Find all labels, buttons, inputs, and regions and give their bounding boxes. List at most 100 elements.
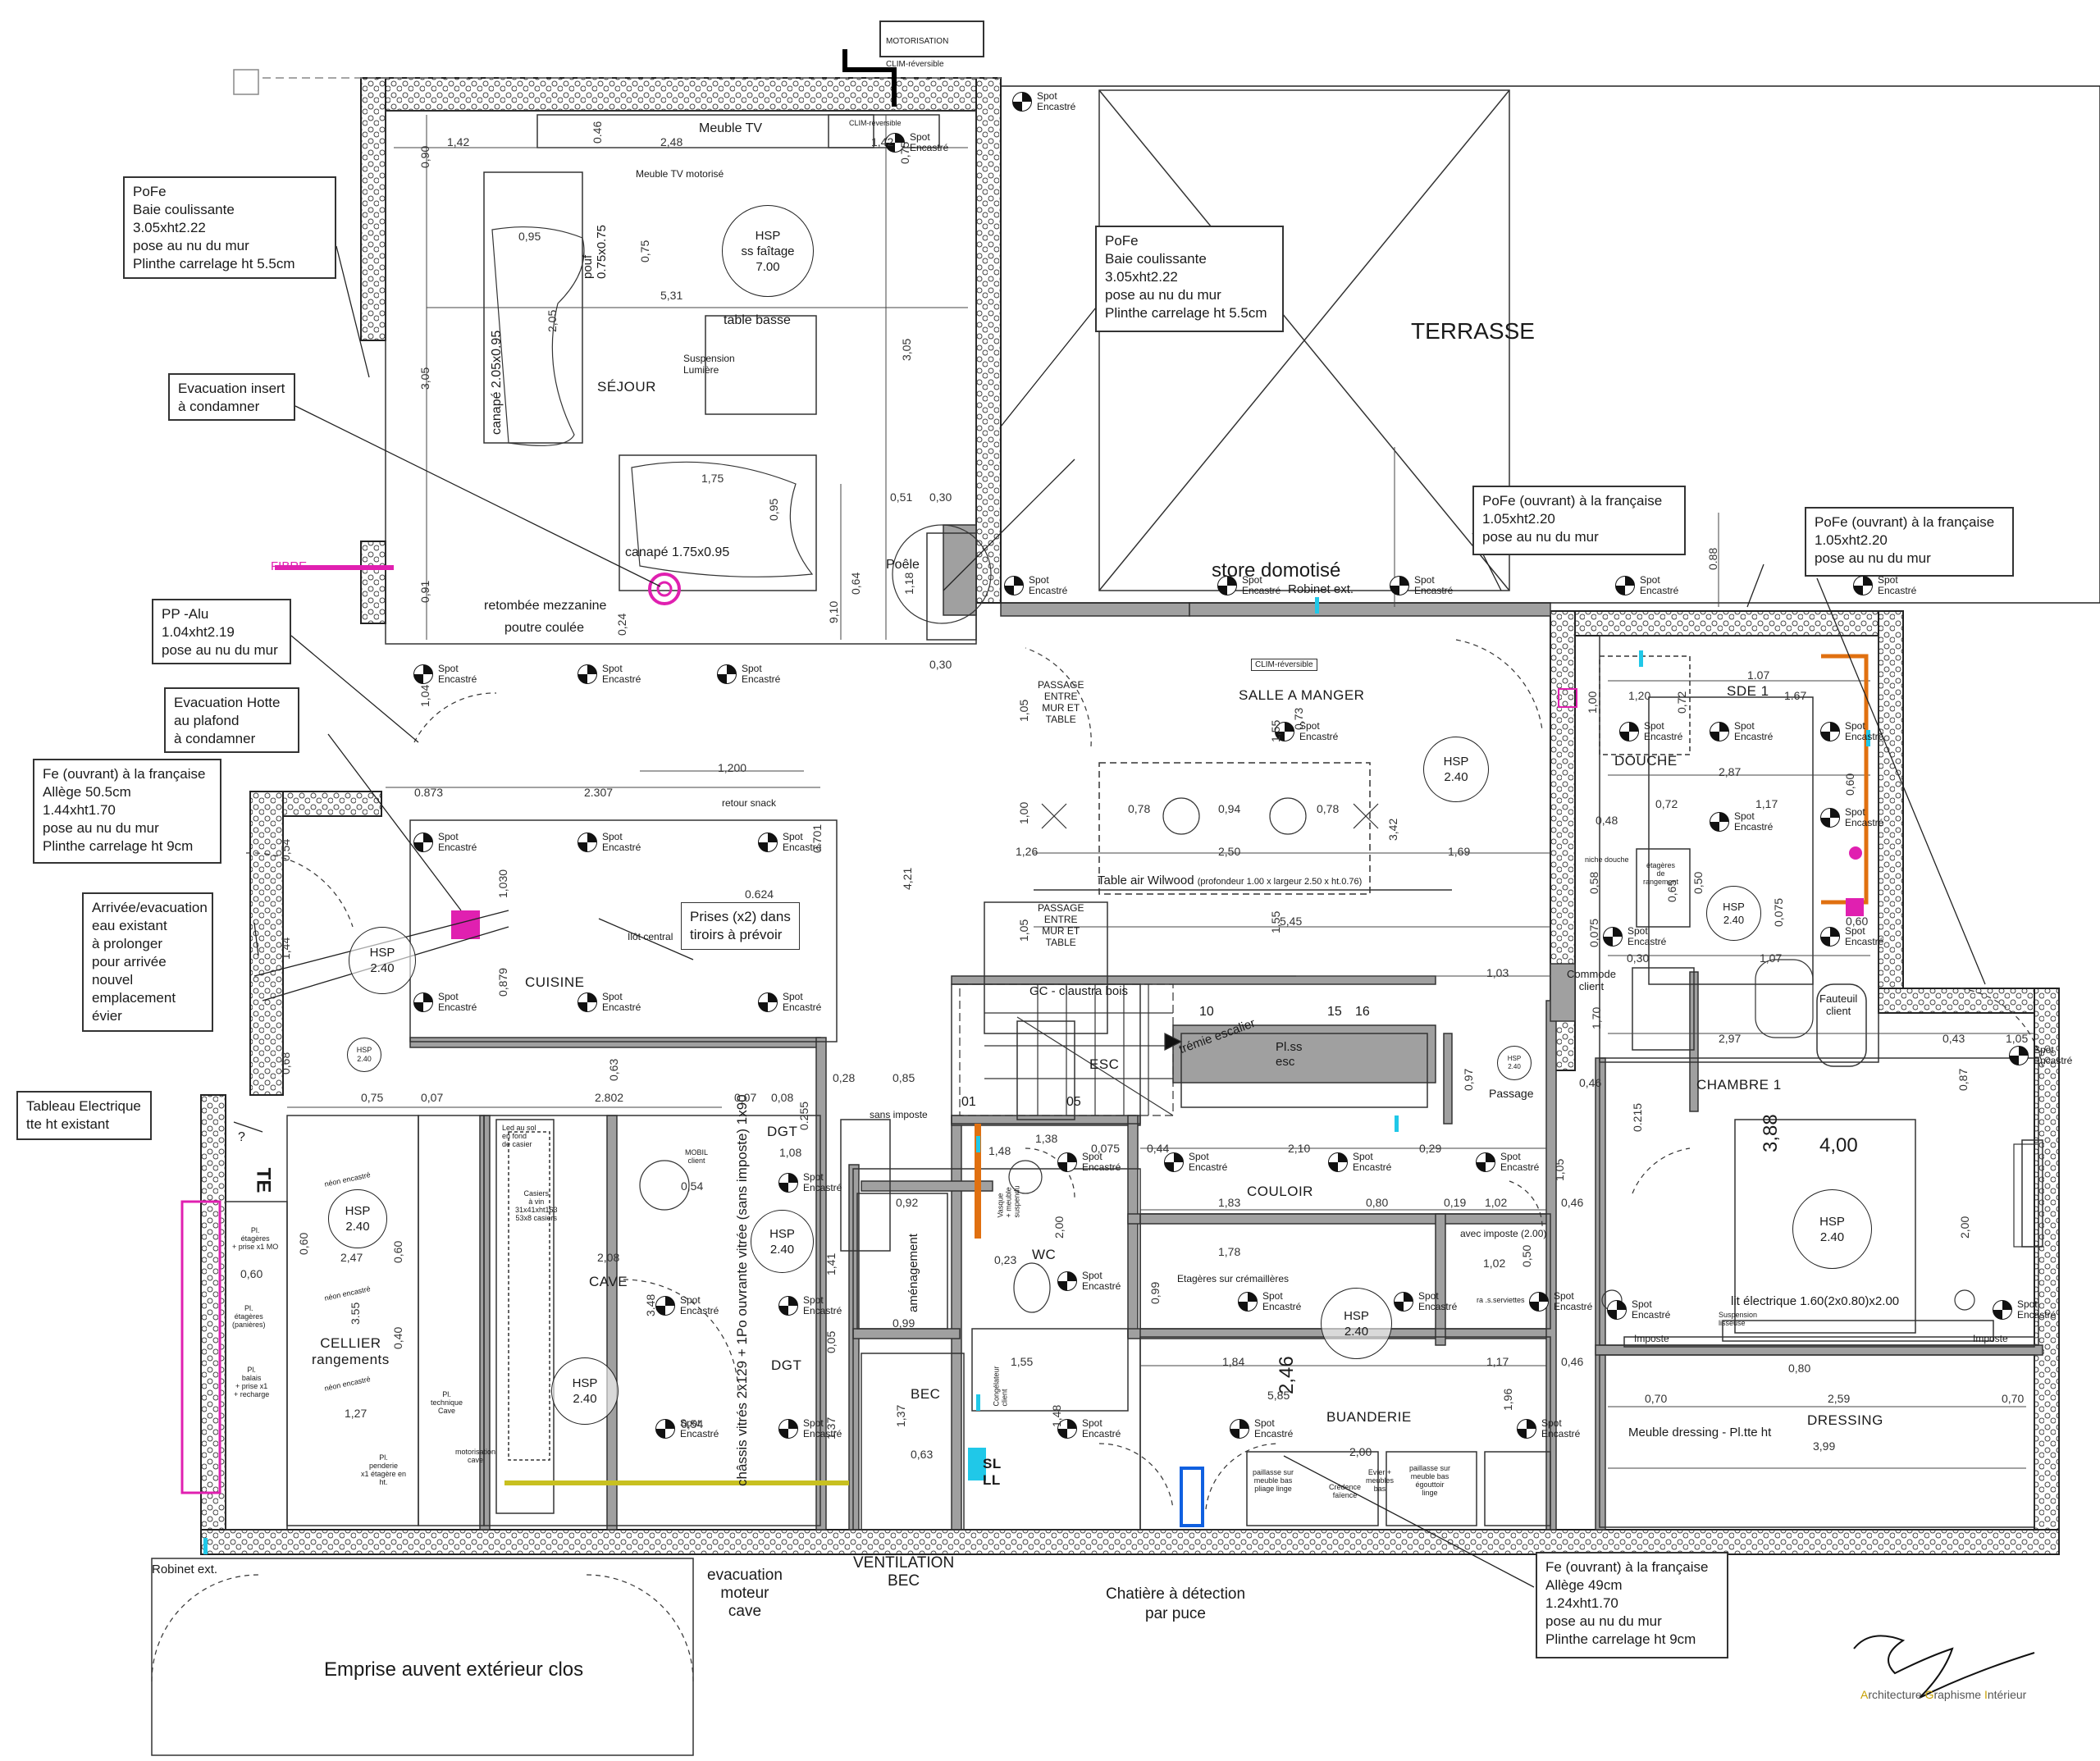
room-cellier: CELLIER rangements [312,1335,390,1367]
room-dgt2: DGT [771,1357,802,1373]
spot-label: Spot Encastré [2017,1298,2057,1321]
spot-light-icon: Spot Encastré [1012,91,1075,112]
spot-marker-icon [1619,722,1639,741]
spot-light-icon: Spot Encastré [885,132,948,153]
dim: 0,95 [518,230,541,243]
spot-marker-icon [413,992,433,1012]
room-dgt1: DGT [767,1124,798,1139]
dim: 0,95 [767,498,780,521]
room-bec: BEC [911,1386,941,1402]
room-buanderie: BUANDERIE [1326,1409,1412,1425]
room-terrasse: TERRASSE [1411,318,1535,344]
hsp-sejour: HSP ss faîtage 7.00 [722,205,814,297]
signature [1853,1635,2035,1699]
spot-label: Spot Encastré [1418,1290,1458,1312]
hsp-cuisine: HSP 2.40 [349,927,416,994]
dim: 0,60 [391,1240,404,1263]
label-passage-entre-2: PASSAGE ENTRE MUR ET TABLE [1038,902,1084,948]
dim: 1,96 [1501,1388,1514,1411]
callout-pofe-center: PoFe Baie coulissante 3.05xht2.22 pose a… [1095,226,1284,332]
dim: 1,55 [1269,719,1282,742]
spot-light-icon: Spot Encastré [758,992,821,1013]
label-vasque: Vasque + meuble suspendu [996,1185,1021,1218]
spot-light-icon: Spot Encastré [1057,1152,1121,1173]
label-ilot-central: Ilôt central [628,931,673,942]
spot-marker-icon [413,833,433,852]
stair-number-10: 10 [1199,1005,1214,1019]
label-retombee: retombée mezzanine [484,599,607,613]
label-pl-etageres-panieres: Pl. étagères (panières) [232,1304,266,1329]
brand-i: I [1984,1688,1988,1701]
motorisation-line2: CLIM-réversible [886,60,944,69]
dim: 0,05 [824,1330,838,1353]
dim: 0,879 [496,967,509,997]
label-pl-penderie: Pl. penderie x1 étagère en ht. [361,1453,407,1486]
spot-label: Spot Encastré [1644,720,1683,742]
room-douche: DOUCHE [1614,753,1678,769]
brand-g-rest: raphisme [1933,1688,1984,1701]
spot-label: Spot Encastré [742,663,781,685]
label-suspension-lumiere: Suspension Lumière [683,353,735,376]
dim: 1,05 [2006,1032,2029,1045]
room-sejour: SÉJOUR [597,379,656,395]
dim: 1,00 [1586,691,1599,714]
dim: 1,05 [1553,1158,1566,1181]
dim: 1,200 [718,761,747,774]
callout-fe-cuisine: Fe (ouvrant) à la française Allège 50.5c… [33,759,221,864]
dim: 0,99 [892,1316,915,1330]
dim: 3.48 [644,1293,657,1316]
label-etageres-cremailleres: Etagères sur crémaillères [1177,1273,1290,1284]
dim: 2,48 [660,135,683,148]
label-meuble-tv: Meuble TV [699,121,763,135]
spot-label: Spot Encastré [1353,1151,1392,1173]
dim: 1,70 [1590,1006,1603,1029]
dim: 1,44 [279,937,292,960]
dim: 1,04 [418,684,431,707]
spot-label: Spot Encastré [1554,1290,1593,1312]
label-fibre: FIBRE [271,559,308,573]
spot-label: Spot Encastré [783,991,822,1013]
dim: 5,31 [660,289,683,302]
callout-pofe-francaise2: PoFe (ouvrant) à la française 1.05xht2.2… [1805,507,2014,577]
dim: 0,80 [1788,1362,1811,1375]
hsp-cave2: HSP 2.40 [551,1357,619,1425]
dim: 0,91 [418,580,431,603]
dim: 3,42 [1386,818,1399,841]
spot-light-icon: Spot Encastré [1390,575,1453,596]
room-sde1: SDE 1 [1727,683,1769,699]
dim: 1,07 [1760,951,1783,965]
callout-prises: Prises (x2) dans tiroirs à prévoir [681,902,800,950]
dim: 2,59 [1828,1392,1851,1405]
dim: 0,46 [1561,1196,1584,1209]
dim: 2,50 [1218,845,1241,858]
spot-light-icon: Spot Encastré [1603,926,1666,947]
label-pl-technique: Pl. technique Cave [431,1390,463,1415]
dim: 1,41 [824,1252,838,1275]
spot-marker-icon [578,992,597,1012]
callout-pp-alu: PP -Alu 1.04xht2.19 pose au nu du mur [152,599,291,664]
spot-light-icon: Spot Encastré [1820,807,1883,828]
spot-label: Spot Encastré [1299,720,1339,742]
label-niche-douche: niche douche [1585,855,1629,864]
spot-label: Spot Encastré [803,1294,842,1316]
dim: 0,50 [1520,1244,1533,1267]
dim: 0,60 [1843,773,1856,796]
spot-marker-icon [885,133,905,153]
dim: 0,72 [1655,797,1678,810]
motorisation-box: MOTORISATION CLIM-réversible [879,21,984,69]
dim: 0,60 [240,1267,263,1280]
label-paillasse-1: paillasse sur meuble bas pliage linge [1253,1468,1294,1493]
label-lit: lit électrique 1.60(2x0.80)x2.00 [1731,1294,1900,1308]
dim: 1,02 [1485,1196,1508,1209]
dim: 1.67 [1784,689,1807,702]
stair-number-01: 01 [961,1095,976,1109]
dim: 0.215 [1631,1102,1644,1132]
spot-marker-icon [778,1173,798,1193]
dim: 0,19 [1444,1196,1467,1209]
dim: 0,54 [681,1417,704,1430]
spot-label: Spot Encastré [803,1171,842,1193]
dim: 2,47 [340,1251,363,1264]
room-salle-a-manger: SALLE A MANGER [1239,687,1365,703]
dim: 1,55 [1269,910,1282,933]
